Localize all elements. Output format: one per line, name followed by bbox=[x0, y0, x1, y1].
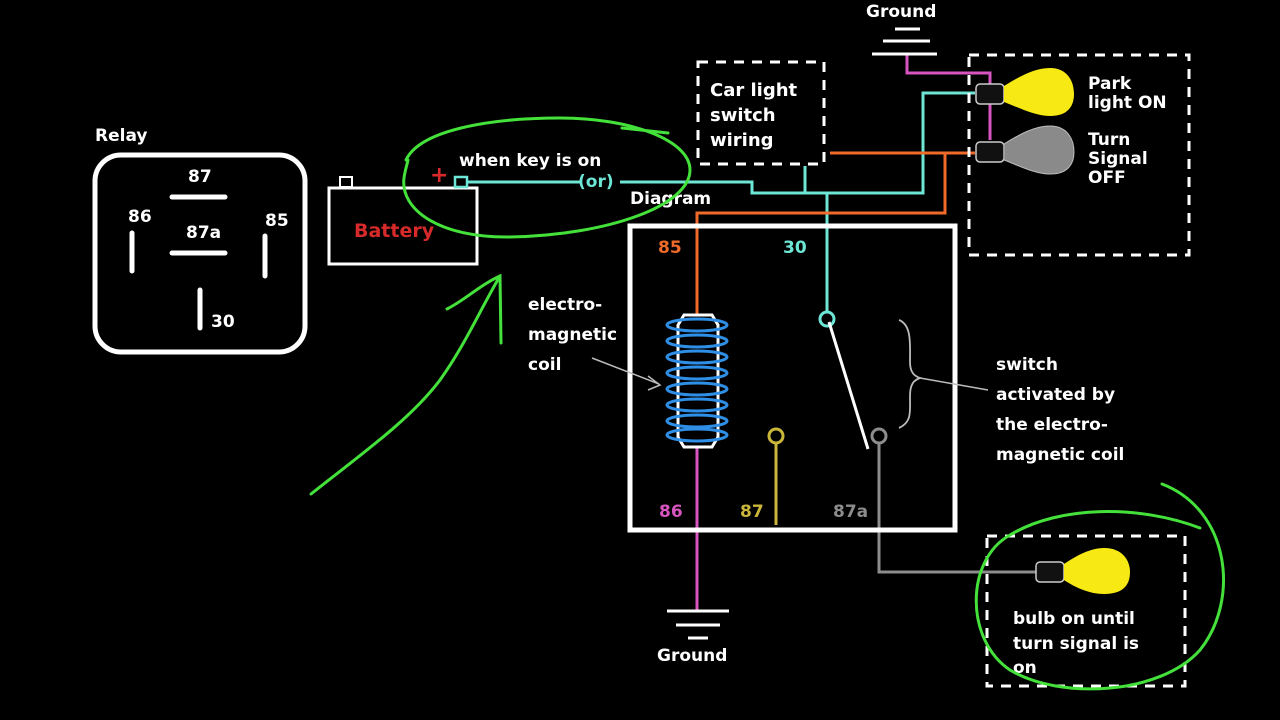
switch-pointer-line bbox=[919, 377, 989, 391]
relay-body bbox=[92, 152, 308, 355]
switch-note-line-2: activated by bbox=[996, 385, 1115, 405]
switch-note-line-3: the electro- bbox=[996, 415, 1108, 435]
top-ground-label: Ground bbox=[866, 2, 936, 22]
turn-signal-bulb bbox=[975, 125, 1075, 175]
bulb-socket-icon bbox=[975, 141, 1005, 163]
bottom-ground-label: Ground bbox=[657, 646, 727, 666]
bulb-socket-icon bbox=[975, 83, 1005, 105]
relay-internal-diagram: 85 30 86 87 87a bbox=[591, 223, 989, 533]
switch-arm bbox=[827, 321, 870, 450]
switch-label-line-3: wiring bbox=[710, 130, 774, 151]
turn-label-line-1: Turn bbox=[1088, 130, 1130, 150]
switch-note-line-1: switch bbox=[996, 355, 1058, 375]
bottom-ground: Ground bbox=[657, 609, 729, 666]
key-on-note: when key is on bbox=[459, 151, 601, 171]
car-light-switch-box: Car light switch wiring bbox=[696, 60, 826, 166]
pin-label-85: 85 bbox=[265, 211, 289, 231]
pointer-arrowhead-icon bbox=[445, 273, 503, 345]
bulb-socket-icon bbox=[1035, 561, 1065, 583]
bottom-bulb-line-1: bulb on until bbox=[1013, 609, 1135, 629]
bottom-bulb-dashed-border bbox=[985, 534, 1187, 688]
wire-cyan-park-light bbox=[620, 91, 975, 195]
pin-label-86: 86 bbox=[128, 207, 152, 227]
wires bbox=[467, 55, 1036, 610]
lightbulb-off-icon bbox=[1003, 125, 1075, 175]
highlight-ellipse-tail bbox=[620, 126, 670, 135]
relay-housing bbox=[627, 223, 958, 533]
battery-plus-sign: + bbox=[430, 163, 448, 188]
coil-label-line-3: coil bbox=[528, 355, 561, 375]
coil-label-line-2: magnetic bbox=[528, 325, 617, 345]
bulbs-dashed-border bbox=[967, 53, 1191, 257]
diagram-pin-87a: 87a bbox=[833, 502, 868, 522]
park-label-line-1: Park bbox=[1088, 74, 1132, 94]
pointer-arrow-shaft bbox=[309, 274, 502, 496]
electromagnetic-coil-icon bbox=[665, 313, 729, 449]
contact-87a-icon bbox=[870, 427, 888, 445]
brace-icon bbox=[898, 319, 923, 429]
coil-label-line-1: electro- bbox=[528, 295, 602, 315]
park-label-line-2: light ON bbox=[1088, 93, 1167, 113]
diagram-pin-87: 87 bbox=[740, 502, 764, 522]
pin-label-87a: 87a bbox=[186, 223, 221, 243]
highlight-circle-bottom-bulb bbox=[974, 482, 1225, 691]
relay-pinout: Relay 87 86 87a 85 30 bbox=[92, 126, 308, 355]
battery-label: Battery bbox=[354, 220, 435, 242]
switch-activated-label: switch activated by the electro- magneti… bbox=[996, 355, 1124, 465]
coil-pointer-arrow bbox=[591, 357, 660, 385]
contact-30-icon bbox=[818, 310, 836, 328]
diagram-pin-85: 85 bbox=[658, 238, 682, 258]
highlight-ellipse-key bbox=[402, 116, 692, 239]
turn-signal-label: Turn Signal OFF bbox=[1088, 130, 1154, 188]
turn-label-line-2: Signal bbox=[1088, 149, 1148, 169]
bottom-bulb-line-3: on bbox=[1013, 658, 1037, 678]
lightbulb-on-icon bbox=[1004, 68, 1074, 116]
diagram-pin-86: 86 bbox=[659, 502, 683, 522]
green-annotations bbox=[309, 116, 1225, 691]
wire-top-ground bbox=[905, 55, 992, 140]
switch-label-line-2: switch bbox=[710, 105, 776, 126]
switch-note-line-4: magnetic coil bbox=[996, 445, 1124, 465]
pin-label-87: 87 bbox=[188, 167, 212, 187]
battery-terminal-positive bbox=[453, 175, 469, 189]
top-ground: Ground bbox=[866, 2, 937, 56]
coil-label: electro- magnetic coil bbox=[528, 295, 623, 375]
or-label: (or) bbox=[578, 172, 614, 192]
lightbulb-on-icon bbox=[1064, 548, 1130, 594]
bottom-bulb-line-2: turn signal is bbox=[1013, 634, 1139, 654]
switch-dashed-border bbox=[696, 60, 826, 166]
wire-pin-87a bbox=[877, 444, 1036, 574]
park-light-label: Park light ON bbox=[1088, 74, 1167, 113]
switch-label-line-1: Car light bbox=[710, 80, 798, 101]
contact-87-icon bbox=[767, 427, 785, 445]
park-light-bulb bbox=[975, 68, 1074, 116]
top-bulbs-box: Park light ON Turn Signal OFF bbox=[967, 53, 1191, 257]
diagram-pin-30: 30 bbox=[783, 238, 807, 258]
wire-pin-85 bbox=[695, 153, 947, 315]
switch-label: Car light switch wiring bbox=[710, 80, 803, 151]
relay-title: Relay bbox=[95, 126, 147, 146]
turn-label-line-3: OFF bbox=[1088, 168, 1126, 188]
pin-label-30: 30 bbox=[211, 312, 235, 332]
bottom-bulb-box: bulb on until turn signal is on bbox=[985, 534, 1187, 688]
bottom-bulb-label: bulb on until turn signal is on bbox=[1013, 609, 1145, 678]
arrowhead-icon bbox=[647, 375, 662, 391]
battery-terminal-negative bbox=[339, 176, 353, 188]
